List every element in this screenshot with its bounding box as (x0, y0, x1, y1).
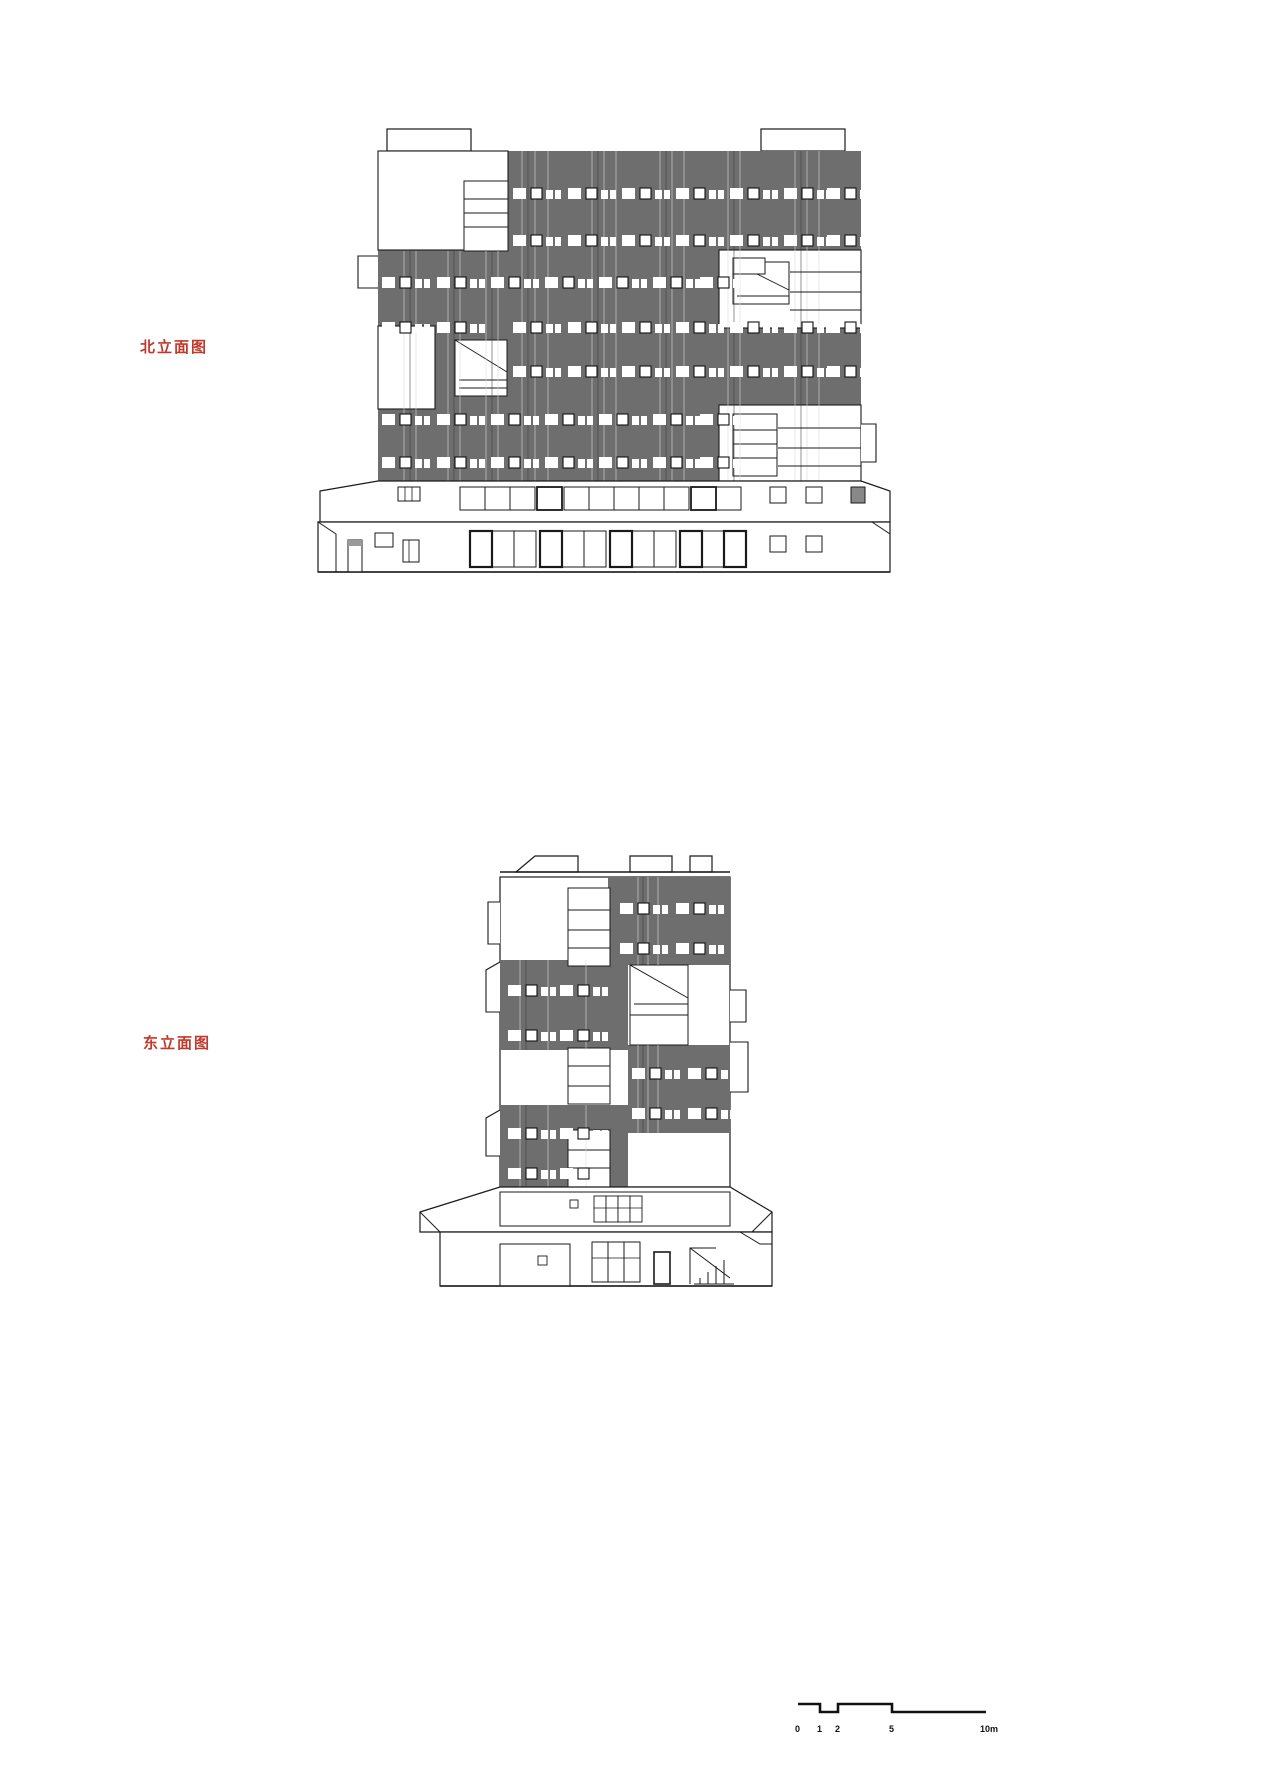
east-facade-mullions (519, 877, 659, 1187)
north-window-band-2 (512, 234, 876, 247)
roof-box-right (760, 128, 846, 152)
east-window-band-1 (619, 902, 725, 915)
east-panel-lower-left (500, 1105, 628, 1187)
north-white-volume-lower-right (718, 404, 862, 482)
east-window-band-5 (631, 1067, 737, 1080)
north-elevation-drawing (317, 128, 891, 573)
north-white-volume-mid-left (377, 325, 436, 410)
east-window-band-8 (507, 1167, 609, 1180)
north-white-volume-upper-left (377, 150, 509, 251)
east-panel-mid-right (628, 1045, 730, 1133)
east-entry-stair (689, 1247, 734, 1285)
scale-bar-graphic (798, 1702, 986, 1714)
scale-tick-10: 10m (980, 1724, 999, 1734)
north-stair-shaft-right-lower (732, 413, 778, 477)
north-window-band-5 (512, 365, 876, 378)
east-window-band-4 (507, 1029, 609, 1042)
east-parapet (514, 855, 713, 873)
north-window-band-3 (381, 276, 749, 289)
east-fin-right-upper (730, 989, 747, 1023)
north-left-wall-return (359, 480, 379, 520)
east-fin-mid-left (485, 961, 501, 1013)
east-panel-upper-right (608, 877, 730, 965)
east-core-shaft (567, 887, 611, 1188)
north-facade-panel (378, 151, 861, 481)
east-window-band-2 (619, 942, 725, 955)
east-elevation-label: 东立面图 (143, 1036, 212, 1052)
north-stair-shaft-mid (454, 339, 508, 397)
east-window-band-7 (507, 1127, 609, 1140)
scale-bar: 0 1 2 5 10m (790, 1694, 1030, 1756)
north-shaft-box-small (732, 257, 766, 275)
north-left-canopy-fin (357, 255, 378, 289)
north-facade-mullions (403, 151, 820, 481)
scale-tick-0: 0 (795, 1724, 801, 1734)
east-body-outline (499, 876, 731, 1188)
north-window-band-4 (381, 321, 876, 334)
east-window-band-3 (507, 984, 609, 997)
east-fin-lower-left (485, 1109, 501, 1157)
scale-tick-1: 1 (817, 1724, 823, 1734)
east-elevation-drawing (419, 855, 773, 1287)
north-window-band-7 (381, 456, 749, 469)
north-white-volume-upper-right (718, 249, 862, 329)
scale-tick-2: 2 (835, 1724, 841, 1734)
north-right-canopy-fin (861, 423, 877, 463)
north-stair-shaft-left (463, 180, 509, 252)
east-stair-block (629, 964, 689, 1046)
east-fin-right-lower (730, 1041, 749, 1093)
north-elevation-label: 北立面图 (140, 340, 209, 356)
north-window-band-1 (512, 187, 876, 200)
east-fin-upper-left (487, 901, 500, 945)
north-ground-level (317, 521, 891, 573)
east-podium-upper (419, 1186, 773, 1233)
east-panel-mid-left (500, 960, 628, 1050)
north-podium-upper (319, 480, 891, 523)
scale-tick-5: 5 (889, 1724, 895, 1734)
north-right-volume-divisions (778, 271, 861, 467)
east-ground-level (419, 1211, 773, 1287)
north-stair-shaft-right-upper (732, 261, 790, 305)
north-window-band-6 (381, 413, 749, 426)
roof-box-left (386, 128, 472, 152)
east-window-band-6 (631, 1107, 737, 1120)
